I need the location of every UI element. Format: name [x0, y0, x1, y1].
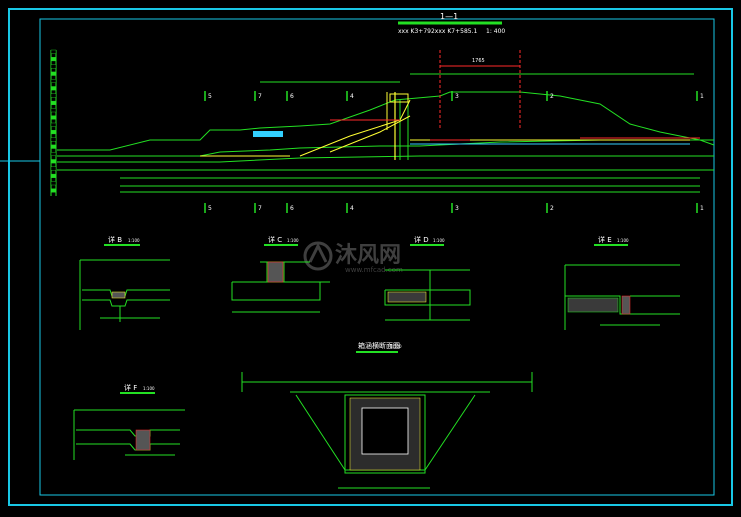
section-scale: 1: 400: [486, 28, 505, 35]
detail-d-label: 详 D: [414, 235, 429, 244]
elevation-tick: [50, 108, 57, 113]
dimension-1765: 1765: [472, 58, 485, 64]
elevation-tick: [50, 122, 57, 127]
station-mark: 2: [550, 205, 554, 212]
profile-section: [57, 73, 715, 193]
elevation-tick: [50, 159, 57, 164]
section-title: 1—1: [440, 12, 458, 21]
elevation-tick: [50, 57, 57, 62]
elevation-tick: [50, 130, 57, 135]
detail-f: 详 F 1:100: [73, 383, 185, 460]
station-mark: 1: [700, 93, 704, 100]
elevation-tick: [50, 137, 57, 142]
section-subtitle: xxx K3+792xxx K7+585.1: [398, 28, 477, 35]
elevation-ticks: [50, 49, 57, 193]
detail-e-label: 详 E: [598, 235, 612, 244]
elevation-tick: [50, 78, 57, 83]
elevation-tick: [50, 188, 57, 193]
watermark-logo-icon: [303, 241, 333, 271]
watermark-url: www.mfcad.com: [345, 266, 403, 274]
elevation-tick: [50, 115, 57, 120]
elevation-tick: [50, 151, 57, 156]
station-mark: 7: [258, 205, 262, 212]
detail-d-scale: 1:100: [433, 238, 445, 243]
station-markers: 5 5 7 7 6 6 4 4 3 3 2 2 1 1: [204, 91, 704, 213]
watermark: 沐风网 www.mfcad.com: [303, 241, 403, 274]
detail-f-label: 详 F: [124, 383, 137, 392]
station-mark: 5: [208, 93, 212, 100]
elevation-tick: [50, 144, 57, 149]
detail-e-scale: 1:100: [617, 238, 629, 243]
detail-b-scale: 1:100: [128, 238, 140, 243]
culvert-title: 箱涵横断面图: [358, 341, 400, 350]
station-mark: 1: [700, 205, 704, 212]
detail-c-scale: 1:100: [287, 238, 299, 243]
station-mark: 3: [455, 205, 459, 212]
station-mark: 6: [290, 93, 294, 100]
watermark-brand: 沐风网: [335, 243, 401, 268]
drawing-border-outer: [8, 8, 733, 506]
elevation-tick: [50, 71, 57, 76]
detail-c-label: 详 C: [268, 235, 282, 244]
elevation-tick: [50, 64, 57, 69]
station-mark: 2: [550, 93, 554, 100]
detail-d: 详 D 1:100: [384, 235, 471, 321]
detail-b: 详 B 1:100: [79, 235, 170, 330]
elevation-tick: [50, 49, 57, 54]
elevation-tick: [50, 93, 57, 98]
profile-accent-lines: [200, 50, 700, 160]
drawing-border-inner: [39, 18, 715, 496]
elevation-tick: [50, 86, 57, 91]
elevation-tick: [50, 173, 57, 178]
culvert-scale: 1:100: [390, 344, 402, 349]
elevation-tick: [50, 166, 57, 171]
station-mark: 6: [290, 205, 294, 212]
detail-e: 详 E 1:100: [564, 235, 680, 330]
detail-c: 详 C 1:100: [231, 235, 330, 313]
station-mark: 4: [350, 93, 354, 100]
section-title-block: 1—1 xxx K3+792xxx K7+585.1 1: 400: [398, 12, 505, 35]
detail-f-scale: 1:100: [143, 386, 155, 391]
detail-b-label: 详 B: [108, 235, 122, 244]
elevation-tick: [50, 100, 57, 105]
station-mark: 5: [208, 205, 212, 212]
elevation-tick: [50, 181, 57, 186]
station-mark: 7: [258, 93, 262, 100]
station-mark: 4: [350, 205, 354, 212]
culvert-cross-section: 箱涵横断面图 1:100: [241, 341, 533, 489]
station-mark: 3: [455, 93, 459, 100]
